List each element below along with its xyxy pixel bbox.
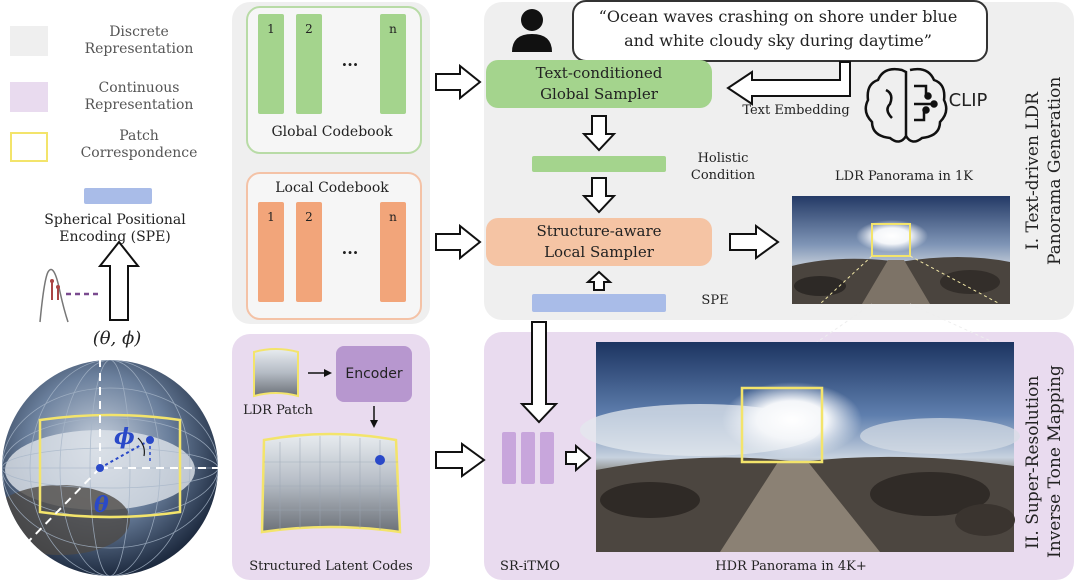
theta-symbol: θ [94,492,109,518]
spe-up-arrow [97,240,141,321]
global-entry-2 [296,14,322,114]
ldr-caption: LDR Panorama in 1K [835,169,973,184]
local-entry-2-label: 2 [305,210,313,224]
local-entry-n [380,202,406,302]
legend-continuous-swatch [10,82,48,112]
distribution-icon [39,268,100,323]
local-sampler: Structure-aware Local Sampler [486,218,712,266]
sritmo-block-2 [521,432,535,484]
phi-symbol: ϕ [114,424,135,450]
arrow-global-to-sampler [435,63,482,101]
global-entry-n-label: n [389,22,397,36]
prompt-bubble [572,0,988,62]
holistic-bar [532,156,666,172]
ldr-patch-image [253,348,299,398]
arrow-text-embedding [726,61,851,106]
global-entry-2-label: 2 [305,22,313,36]
holistic-label: Holistic Condition [690,151,756,183]
arrow-spe-to-local [585,270,613,291]
arrow-local-to-ldr [729,224,780,260]
legend-patch-swatch [10,132,48,162]
ldr-panorama [792,196,1010,305]
encoder-box: Encoder [336,346,412,402]
spe-bar [532,294,666,312]
sritmo-block-3 [540,432,554,484]
local-codebook-label: Local Codebook [275,180,389,196]
ldr-patch-label: LDR Patch [243,403,313,418]
latent-caption: Structured Latent Codes [249,559,413,574]
clip-label: CLIP [948,90,988,111]
global-entry-1-label: 1 [267,22,275,36]
legend-patch-label: Patch Correspondence [80,128,198,161]
arrow-latent-to-sritmo [435,442,486,478]
arrow-stage1-to-stage2 [519,321,559,424]
sritmo-block-1 [502,432,516,484]
arrow-local-to-sampler [435,223,482,261]
local-entry-n-label: n [389,210,397,224]
sphere: ϕ θ [2,345,225,576]
arrow-patch-to-encoder [308,369,332,377]
spe-legend-label: Spherical Positional Encoding (SPE) [44,212,186,245]
brain-icon [864,67,948,143]
prompt-text: “Ocean waves crashing on shore under blu… [598,7,958,50]
global-sampler: Text-conditioned Global Sampler [486,60,712,108]
global-ellipsis: ... [341,51,359,70]
structured-latent-image [260,432,402,534]
local-ellipsis: ... [341,239,359,258]
local-entry-1 [258,202,284,302]
local-entry-2 [296,202,322,302]
user-icon [512,9,552,52]
legend-continuous-label: Continuous Representation [84,80,194,113]
hdr-caption: HDR Panorama in 4K+ [715,559,867,574]
arrow-global-to-holistic [581,115,617,152]
angle-label: (θ, ϕ) [92,328,142,349]
spe-label: SPE [701,293,729,308]
local-entry-1-label: 1 [267,210,275,224]
arrow-holistic-to-local [581,177,617,214]
arrow-sritmo-to-hdr [565,443,592,473]
sritmo-label: SR-iTMO [500,559,560,574]
text-embedding-label: Text Embedding [742,103,850,118]
spe-legend-bar [84,188,152,204]
global-entry-1 [258,14,284,114]
legend-discrete-swatch [10,26,48,56]
hdr-panorama [580,342,1020,552]
global-entry-n [380,14,406,114]
arrow-encoder-to-latent [370,406,378,428]
legend-discrete-label: Discrete Representation [84,24,194,57]
global-codebook-label: Global Codebook [271,124,393,140]
